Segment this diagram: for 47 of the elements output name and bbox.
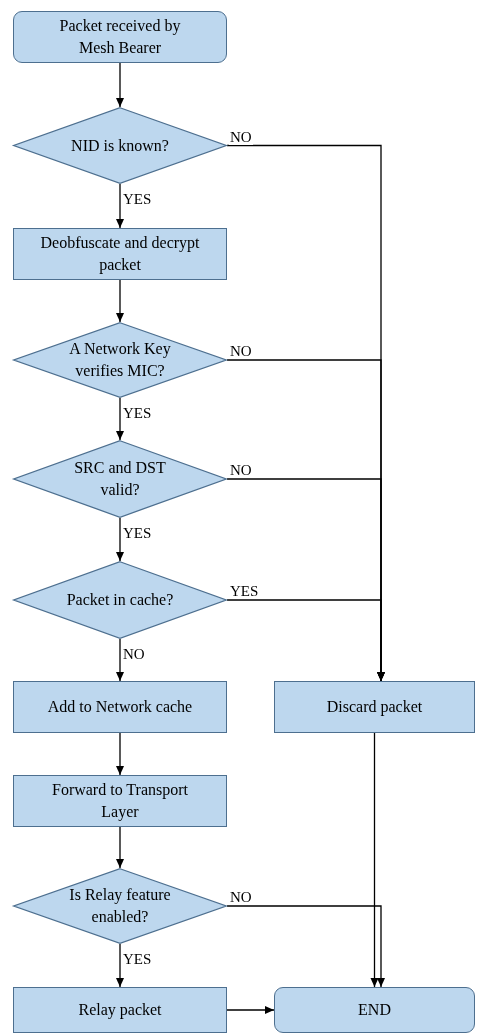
edge-label: YES (122, 526, 153, 541)
arrow (226, 599, 385, 682)
node-text: Packet in cache? (66, 590, 174, 611)
arrow (116, 183, 124, 229)
terminal-box (13, 11, 227, 63)
edge-label: NO (229, 129, 253, 145)
arrow (116, 638, 124, 682)
edge-label: YES (122, 952, 153, 967)
process-box (13, 681, 227, 733)
arrow (370, 732, 379, 988)
edge-label: YES (122, 406, 153, 421)
arrow (226, 905, 385, 988)
node-text: Discard packet (326, 697, 423, 718)
terminal-box (274, 987, 475, 1033)
arrow (116, 62, 124, 108)
edge-label: NO (229, 344, 253, 359)
arrow (116, 943, 124, 988)
edge-label: NO (122, 647, 146, 662)
decision-diamond (13, 107, 227, 184)
process-box (13, 775, 227, 827)
node-text: Relay packet (78, 1000, 162, 1021)
node-text: Forward to Transport Layer (51, 780, 189, 823)
edge-label: YES (122, 192, 153, 207)
decision-diamond (13, 868, 227, 944)
node-text: NID is known? (71, 135, 169, 156)
arrow (116, 279, 124, 323)
node-text: Is Relay feature enabled? (68, 885, 172, 927)
process-box (13, 228, 227, 280)
edge-label: YES (229, 584, 260, 599)
node-text: Packet received by Mesh Bearer (58, 16, 182, 58)
edge-label: NO (229, 463, 253, 478)
decision-diamond (13, 440, 227, 518)
node-text: A Network Key verifies MIC? (68, 339, 172, 381)
node-text: END (358, 1000, 391, 1021)
decision-diamond (13, 322, 227, 398)
arrow (116, 397, 124, 441)
arrow (116, 826, 124, 869)
node-text: Deobfuscate and decrypt packet (40, 233, 200, 276)
arrow (116, 732, 124, 776)
process-box (274, 681, 475, 733)
arrow (226, 1006, 275, 1014)
arrow (116, 517, 124, 562)
node-text: Add to Network cache (47, 697, 193, 718)
decision-diamond (13, 561, 227, 639)
process-box (13, 987, 227, 1033)
node-text: SRC and DST valid? (73, 458, 167, 500)
edge-label: NO (229, 890, 253, 905)
